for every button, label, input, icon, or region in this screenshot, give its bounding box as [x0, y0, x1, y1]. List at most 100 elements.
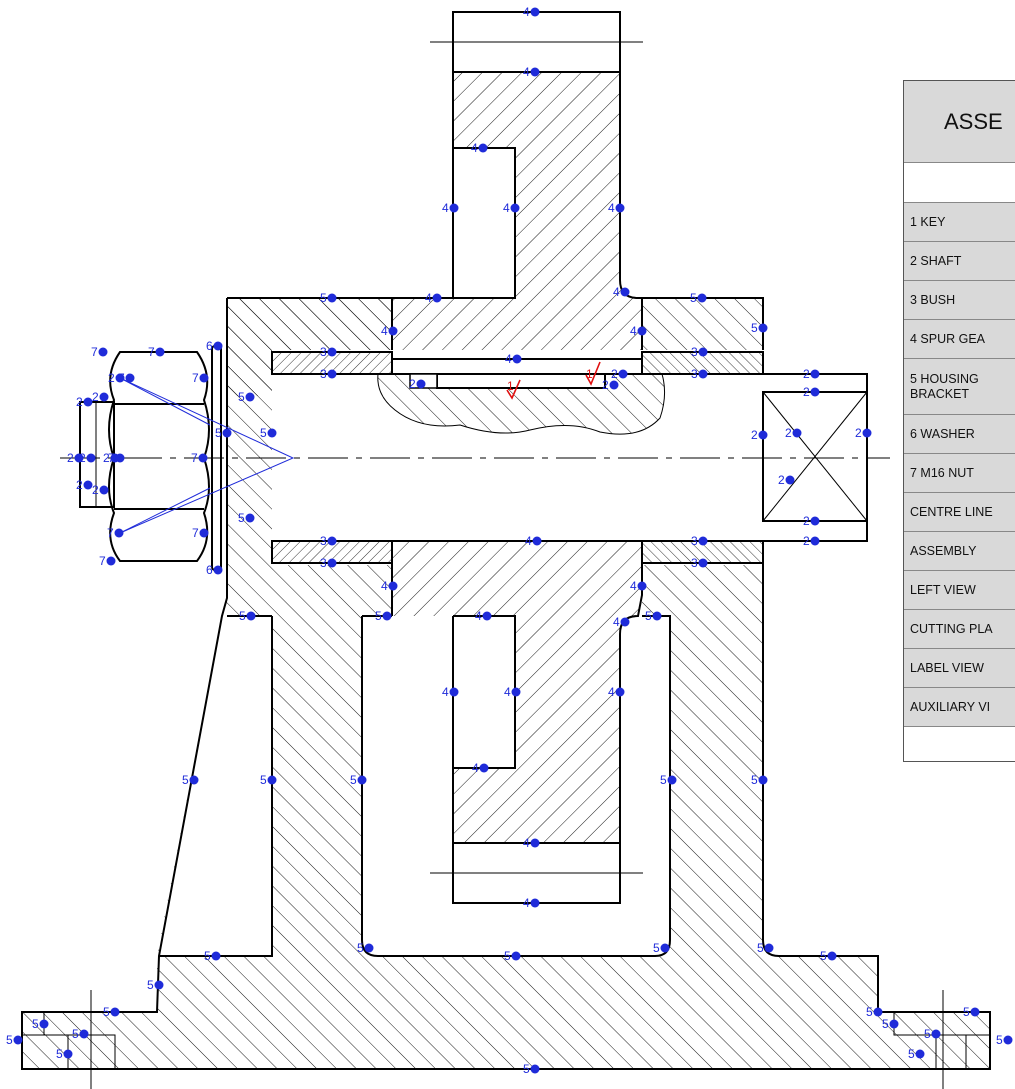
- marker-label: 2: [108, 371, 115, 385]
- marker-dot: [511, 951, 521, 961]
- marker-dot: [110, 1007, 120, 1017]
- marker-label: 5: [882, 1017, 889, 1031]
- marker-label: 2: [92, 390, 99, 404]
- marker-label: 4: [525, 534, 532, 548]
- table-row: 5 HOUSING BRACKET: [904, 359, 1015, 415]
- marker-label: 2: [611, 367, 618, 381]
- marker-label: 5: [182, 773, 189, 787]
- marker-label: 5: [32, 1017, 39, 1031]
- marker-dot: [114, 528, 124, 538]
- marker-dot: [99, 485, 109, 495]
- table-title: ASSE: [904, 81, 1015, 163]
- table-blank-bottom: [904, 727, 1015, 761]
- marker-label: 4: [608, 685, 615, 699]
- marker-label: 5: [350, 773, 357, 787]
- marker-dot: [530, 67, 540, 77]
- marker-label: 5: [866, 1005, 873, 1019]
- marker-label: 7: [108, 451, 115, 465]
- marker-dot: [609, 380, 619, 390]
- marker-dot: [862, 428, 872, 438]
- marker-label: 5: [375, 609, 382, 623]
- marker-label: 5: [6, 1033, 13, 1047]
- marker-dot: [267, 775, 277, 785]
- marker-dot: [478, 143, 488, 153]
- marker-dot: [889, 1019, 899, 1029]
- table-row: LABEL VIEW: [904, 649, 1015, 688]
- marker-label: 5: [238, 511, 245, 525]
- marker-dot: [479, 763, 489, 773]
- marker-label: 2: [803, 385, 810, 399]
- marker-dot: [792, 428, 802, 438]
- marker-dot: [245, 392, 255, 402]
- marker-label: 5: [690, 291, 697, 305]
- marker-label: 2: [67, 451, 74, 465]
- marker-dot: [83, 397, 93, 407]
- marker-label: 3: [320, 367, 327, 381]
- table-row: AUXILIARY VI: [904, 688, 1015, 727]
- marker-label: 5: [645, 609, 652, 623]
- marker-label: 4: [425, 291, 432, 305]
- marker-label: 2: [602, 378, 609, 392]
- marker-dot: [449, 687, 459, 697]
- marker-label: 3: [691, 534, 698, 548]
- marker-dot: [810, 536, 820, 546]
- marker-dot: [327, 558, 337, 568]
- marker-label: 5: [523, 1062, 530, 1076]
- marker-dot: [13, 1035, 23, 1045]
- marker-dot: [211, 951, 221, 961]
- table-row: 1 KEY: [904, 203, 1015, 242]
- marker-dot: [511, 687, 521, 697]
- marker-label: 5: [147, 978, 154, 992]
- marker-label: 7: [191, 451, 198, 465]
- table-row: CENTRE LINE: [904, 493, 1015, 532]
- marker-dot: [758, 775, 768, 785]
- marker-label: 5: [260, 773, 267, 787]
- marker-label: 5: [757, 941, 764, 955]
- marker-label: 5: [908, 1047, 915, 1061]
- marker-label: 7: [148, 345, 155, 359]
- marker-label: 3: [691, 367, 698, 381]
- marker-label: 7: [99, 554, 106, 568]
- marker-dot: [510, 203, 520, 213]
- marker-dot: [758, 430, 768, 440]
- marker-dot: [199, 528, 209, 538]
- marker-label: 7: [192, 526, 199, 540]
- marker-label: 6: [206, 339, 213, 353]
- marker-dot: [970, 1007, 980, 1017]
- marker-dot: [698, 558, 708, 568]
- marker-label: 7: [91, 345, 98, 359]
- marker-label: 5: [504, 949, 511, 963]
- marker-dot: [364, 943, 374, 953]
- marker-dot: [698, 536, 708, 546]
- marker-dot: [388, 326, 398, 336]
- marker-label: 4: [442, 201, 449, 215]
- marker-dot: [222, 428, 232, 438]
- marker-dot: [620, 287, 630, 297]
- marker-dot: [86, 453, 96, 463]
- marker-label: 4: [475, 609, 482, 623]
- table-row: 2 SHAFT: [904, 242, 1015, 281]
- marker-dot: [620, 617, 630, 627]
- marker-label: 5: [963, 1005, 970, 1019]
- marker-label: 5: [260, 426, 267, 440]
- marker-dot: [827, 951, 837, 961]
- marker-dot: [189, 775, 199, 785]
- key-red-label-2: 1: [586, 367, 593, 381]
- marker-label: 4: [472, 761, 479, 775]
- marker-dot: [1003, 1035, 1013, 1045]
- marker-label: 2: [92, 483, 99, 497]
- marker-label: 4: [630, 324, 637, 338]
- table-row: ASSEMBLY: [904, 532, 1015, 571]
- marker-label: 4: [613, 615, 620, 629]
- marker-label: 2: [778, 473, 785, 487]
- marker-label: 2: [803, 367, 810, 381]
- marker-label: 3: [320, 534, 327, 548]
- marker-label: 2: [79, 451, 86, 465]
- marker-dot: [115, 453, 125, 463]
- marker-dot: [532, 536, 542, 546]
- marker-label: 4: [613, 285, 620, 299]
- marker-dot: [125, 373, 135, 383]
- table-row: 3 BUSH: [904, 281, 1015, 320]
- marker-dot: [530, 7, 540, 17]
- marker-dot: [327, 536, 337, 546]
